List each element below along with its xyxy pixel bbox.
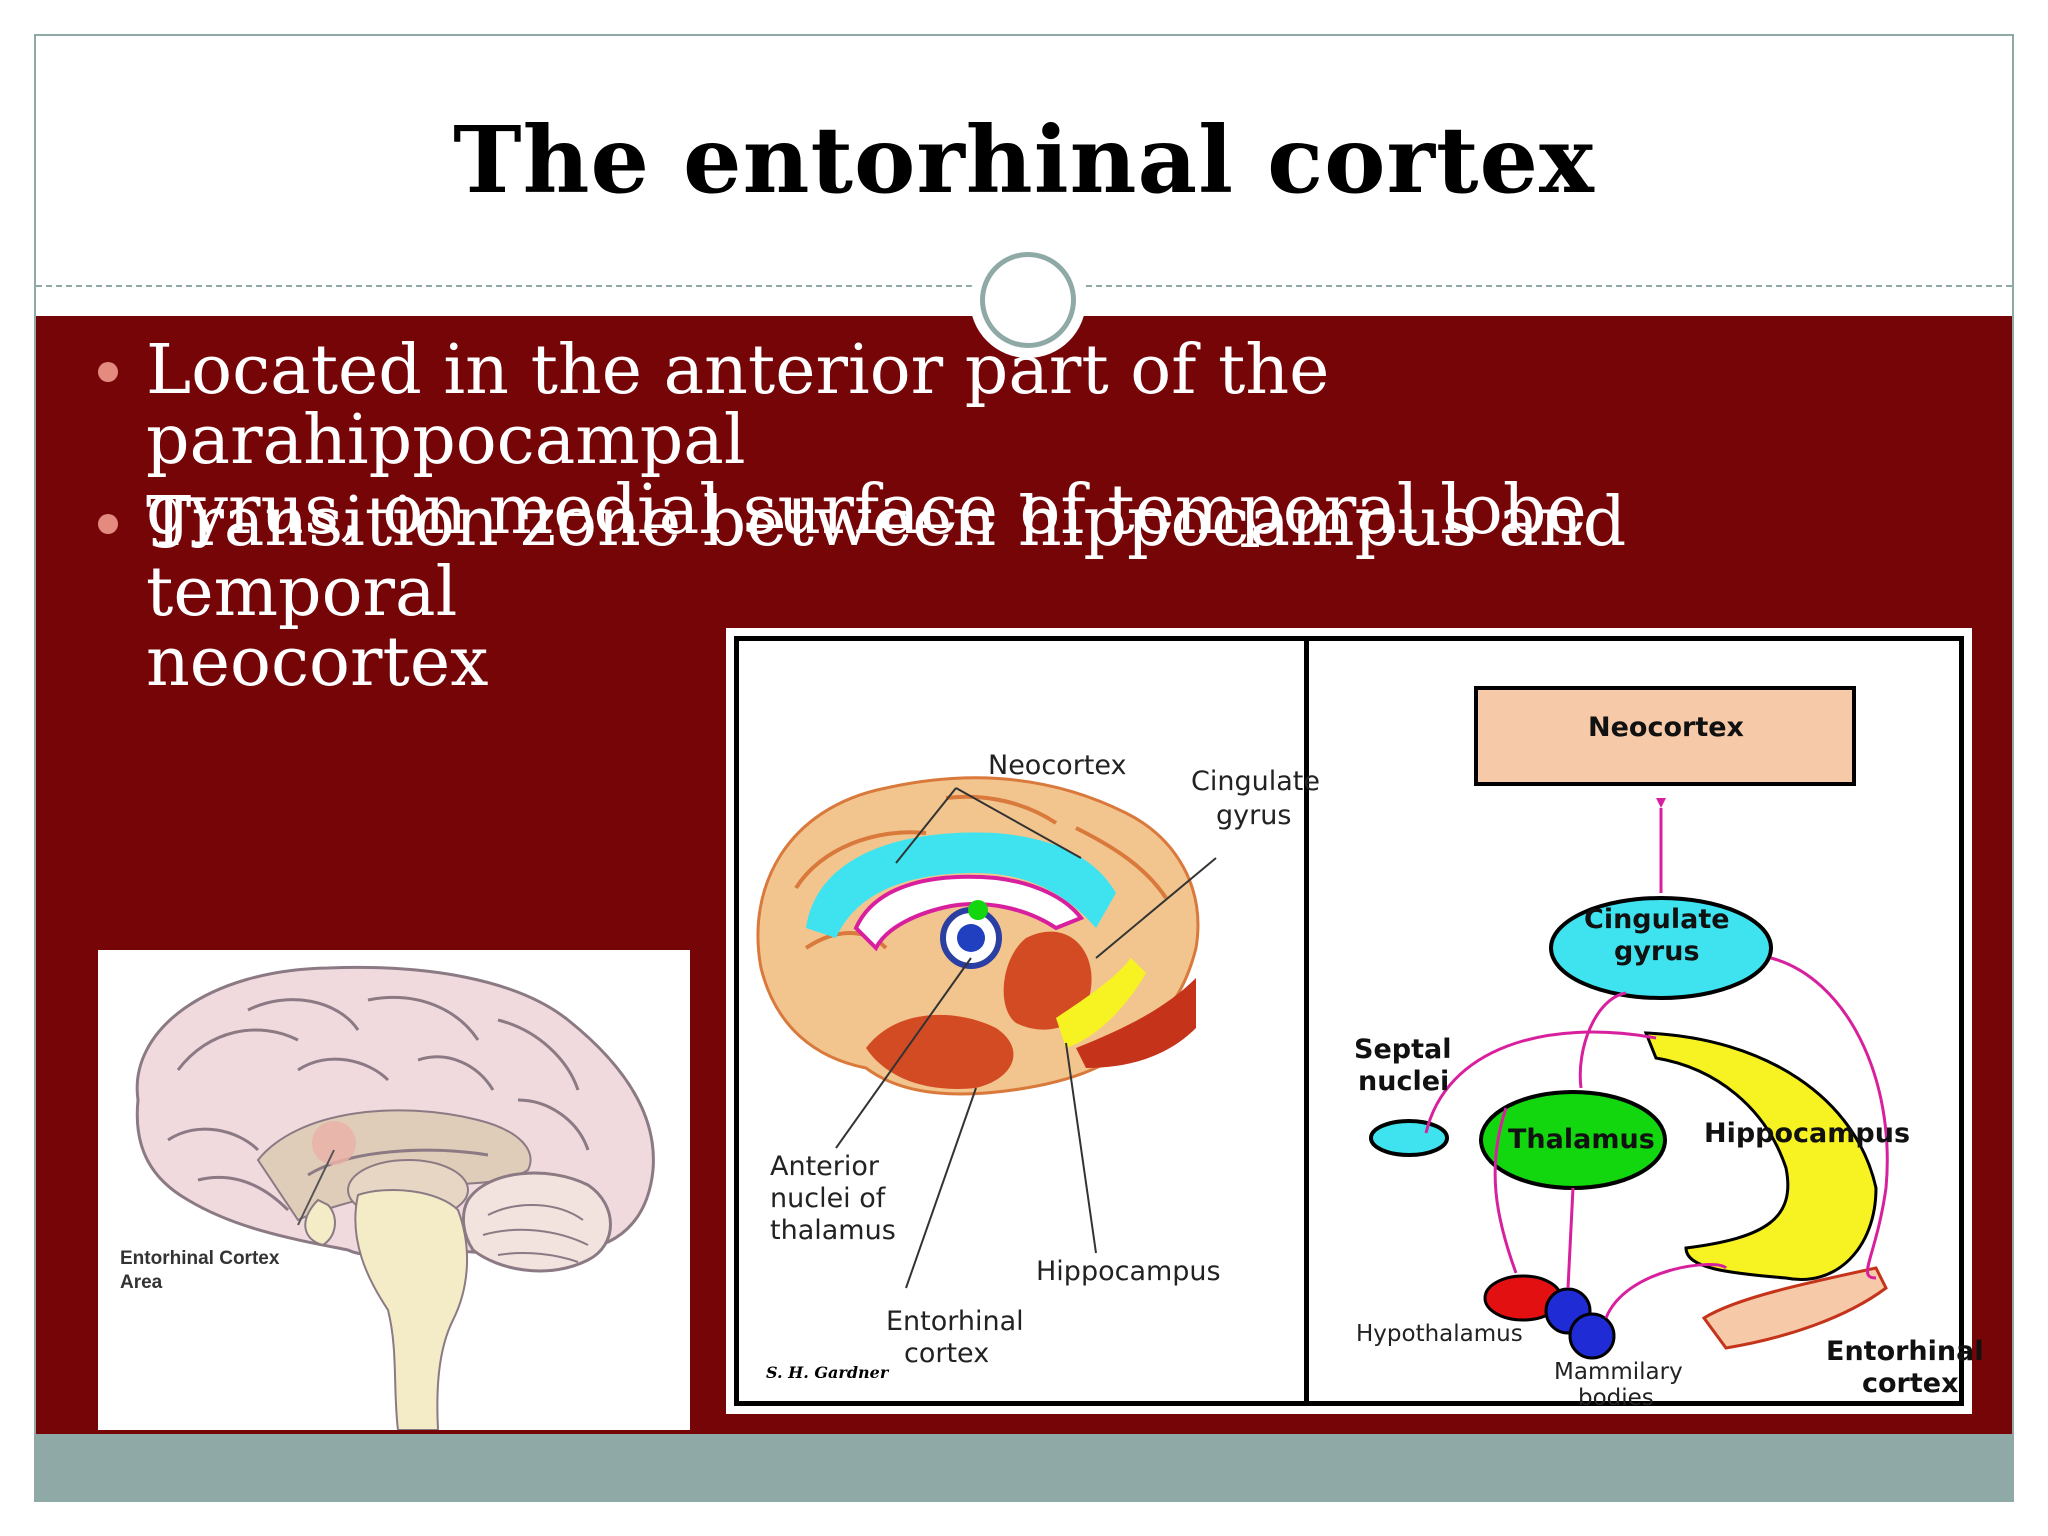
bullet-item-2: Transition zone between hippocampus and …	[98, 483, 1846, 702]
slide-footer-bar	[36, 1434, 2012, 1502]
entorhinal-area-label-line-2: Area	[120, 1272, 163, 1293]
slide-title: The entorhinal cortex	[453, 106, 1595, 214]
label-entorhinal-right-line-1: Entorhinal	[1826, 1336, 1984, 1367]
label-entorhinal-line-1: Entorhinal	[886, 1306, 1024, 1337]
label-thalamus: Thalamus	[1508, 1124, 1655, 1155]
bullet-dot	[98, 514, 118, 534]
bullet-dot	[98, 362, 118, 382]
diagram-drawings	[756, 686, 1889, 1360]
limbic-circuit-diagram: Neocortex Cingulate gyrus Anterior nucle…	[726, 628, 1984, 1414]
label-mammilary-line-1: Mammilary	[1554, 1359, 1683, 1385]
bullet-item-1: Located in the anterior part of the para…	[98, 331, 1846, 550]
entorhinal-area-label-line-1: Entorhinal Cortex	[120, 1248, 280, 1269]
brain-sagittal-illustration	[135, 965, 655, 1430]
diagram-frame	[734, 636, 1964, 1406]
label-cingulate-right-line-2: gyrus	[1614, 936, 1700, 967]
bullet-2-line-2: neocortex	[146, 623, 489, 702]
label-cingulate-right-line-1: Cingulate	[1584, 904, 1730, 935]
label-anterior-line-2: nuclei of	[770, 1183, 886, 1214]
label-neocortex-left: Neocortex	[988, 750, 1127, 781]
label-anterior-line-3: thalamus	[770, 1215, 896, 1246]
label-hypothalamus: Hypothalamus	[1356, 1321, 1523, 1347]
diagram-separator	[1304, 636, 1309, 1406]
label-septal-line-1: Septal	[1354, 1034, 1452, 1065]
label-mammilary-line-2: bodies	[1578, 1385, 1654, 1411]
label-entorhinal-line-2: cortex	[904, 1338, 990, 1369]
label-cingulate-line-2: gyrus	[1216, 800, 1292, 831]
label-anterior-line-1: Anterior	[770, 1151, 880, 1182]
label-hippocampus-left: Hippocampus	[1036, 1256, 1221, 1287]
circle-ring	[980, 252, 1076, 348]
bullet-1-line-2: gyrus, on medial surface of temporal lob…	[146, 471, 1587, 550]
bullet-2-line-1: Transition zone between hippocampus and …	[146, 483, 1627, 632]
artist-signature: S. H. Gardner	[766, 1363, 889, 1382]
label-neocortex-right: Neocortex	[1588, 712, 1744, 743]
label-cingulate-line-1: Cingulate	[1191, 766, 1320, 797]
label-septal-line-2: nuclei	[1358, 1066, 1450, 1097]
slide: The entorhinal cortex Located in the ant…	[34, 34, 2014, 1502]
label-entorhinal-right-line-2: cortex	[1862, 1368, 1959, 1399]
header-circle-ornament	[970, 242, 1086, 358]
label-hippocampus-right: Hippocampus	[1704, 1118, 1911, 1149]
bullet-1-line-1: Located in the anterior part of the para…	[146, 331, 1330, 480]
brain-sagittal-image: Entorhinal Cortex Area	[98, 950, 690, 1430]
